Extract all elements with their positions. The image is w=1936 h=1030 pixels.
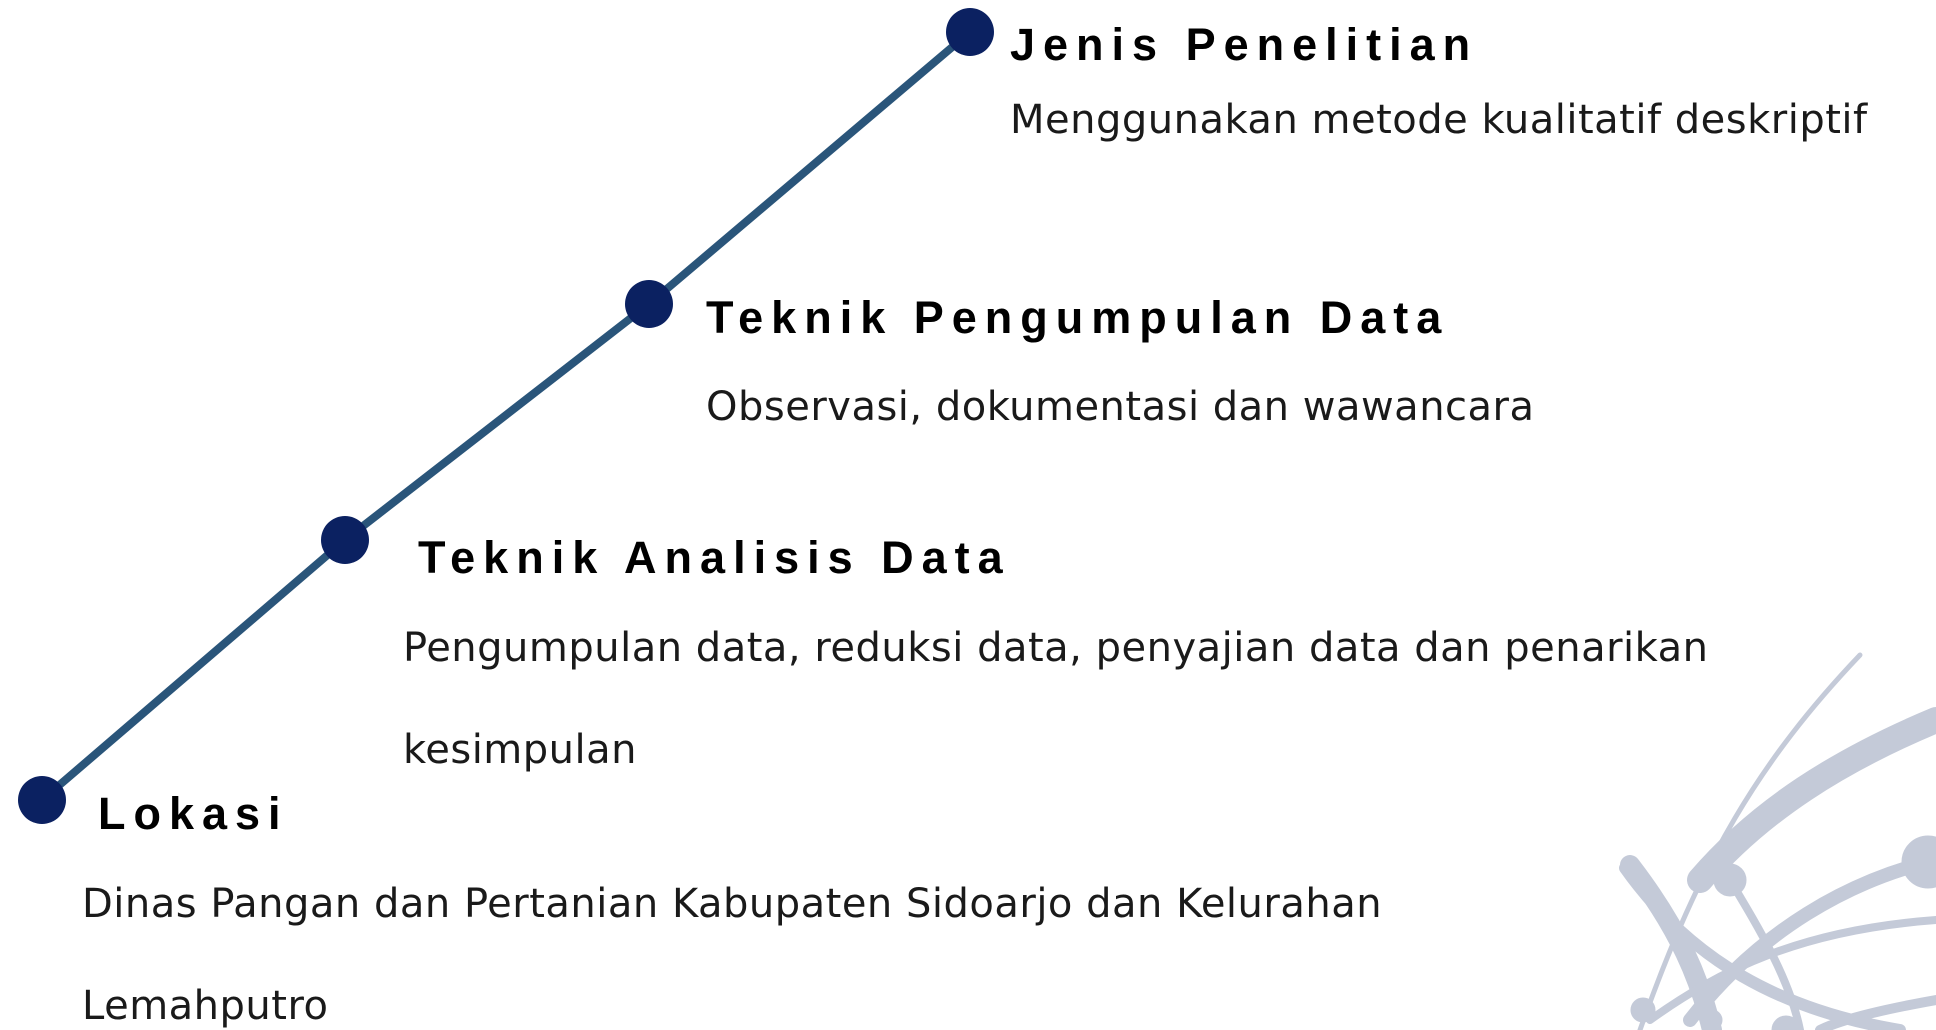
step-title-teknik-analisis: Teknik Analisis Data (418, 532, 1011, 583)
step-description-jenis-penelitian: Menggunakan metode kualitatif deskriptif (1010, 97, 1868, 143)
timeline-segment (341, 300, 653, 544)
timeline-nodes (18, 8, 994, 824)
decoration-curve (1815, 995, 1936, 1030)
decoration-curve (1726, 876, 1804, 1030)
step-description-lokasi-line-2: Lemahputro (82, 983, 329, 1029)
decoration-node (1771, 1015, 1801, 1030)
step-title-teknik-pengumpulan: Teknik Pengumpulan Data (706, 292, 1450, 343)
step-description-teknik-pengumpulan: Observasi, dokumentasi dan wawancara (706, 384, 1535, 430)
decoration-curve (1687, 707, 1936, 893)
decoration-curve (1637, 652, 1863, 1030)
timeline-node-lokasi (18, 776, 66, 824)
step-title-jenis-penelitian: Jenis Penelitian (1010, 19, 1479, 70)
timeline-node-teknik-pengumpulan (625, 280, 673, 328)
decoration-node (1713, 863, 1747, 897)
step-description-teknik-analisis-line-2: kesimpulan (403, 727, 637, 773)
timeline-line (38, 28, 974, 804)
decoration-node (1901, 835, 1936, 889)
step-description-lokasi-line-1: Dinas Pangan dan Pertanian Kabupaten Sid… (82, 881, 1383, 927)
timeline-segment (38, 536, 349, 804)
timeline-node-teknik-analisis (321, 516, 369, 564)
decoration-curve (1683, 853, 1936, 1027)
network-decoration (1619, 652, 1936, 1030)
timeline-segment (645, 28, 974, 308)
step-title-lokasi: Lokasi (98, 788, 289, 839)
timeline-node-jenis-penelitian (946, 8, 994, 56)
step-description-teknik-analisis-line-1: Pengumpulan data, reduksi data, penyajia… (403, 625, 1709, 671)
decoration-node (1701, 1009, 1723, 1030)
decoration-node (1630, 997, 1656, 1023)
